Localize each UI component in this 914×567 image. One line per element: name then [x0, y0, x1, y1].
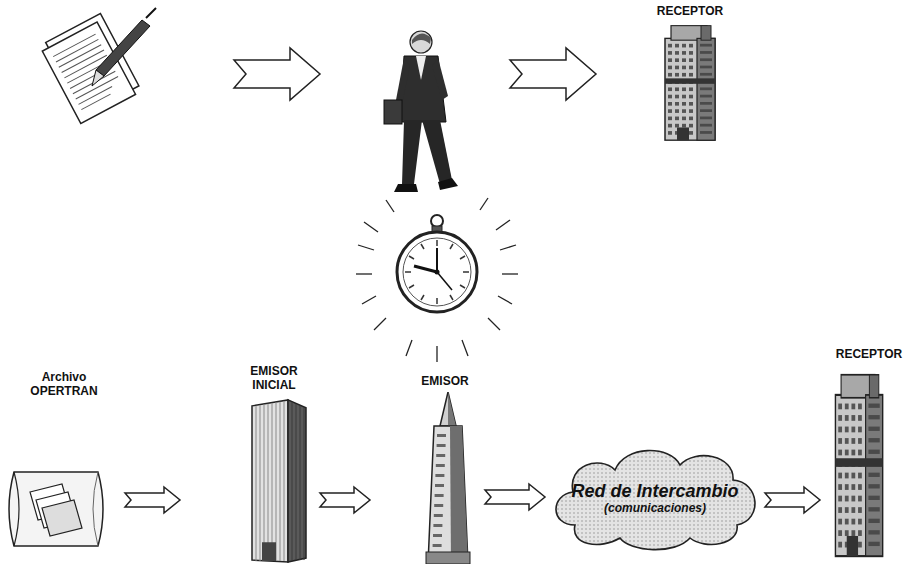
block-arrow — [125, 487, 180, 513]
file-icon — [0, 464, 110, 554]
network-subtitle: (comunicaciones) — [604, 501, 706, 515]
node-label-group: EMISOR INICIAL — [238, 364, 310, 392]
obelisk-icon — [418, 392, 478, 564]
block-arrow — [485, 484, 545, 510]
node-label-group: EMISOR — [408, 374, 482, 388]
emisor-building: EMISOR INICIAL — [180, 362, 320, 565]
node-label-group: Archivo OPERTRAN — [24, 370, 104, 398]
block-arrow — [234, 48, 320, 100]
pen-icon — [92, 8, 156, 86]
node-label: EMISOR INICIAL — [238, 364, 310, 392]
file-icon: Archivo OPERTRAN — [0, 368, 125, 560]
receptor-building: RECEPTOR — [640, 0, 740, 145]
receptor-icon — [826, 369, 892, 559]
node-label-group: RECEPTOR — [645, 4, 735, 18]
network-name: Red de Intercambio — [571, 481, 738, 501]
node-label: RECEPTOR — [824, 347, 914, 361]
block-arrow — [320, 487, 370, 513]
document-icon — [39, 8, 156, 124]
stopwatch — [356, 198, 518, 362]
walking-man — [384, 31, 458, 192]
receptor-icon — [655, 22, 725, 142]
node-label: EMISOR — [408, 374, 482, 388]
emisor-tower: EMISOR — [370, 372, 485, 565]
network-cloud: Red de Intercambio(comunicaciones) — [545, 440, 765, 555]
node-label-group: RECEPTOR — [824, 347, 914, 361]
block-arrow — [765, 487, 820, 513]
receptor-building: RECEPTOR — [820, 345, 914, 560]
node-label: RECEPTOR — [645, 4, 735, 18]
node-label: Archivo OPERTRAN — [24, 370, 104, 398]
cloud-text: Red de Intercambio(comunicaciones) — [545, 440, 765, 555]
tower1-icon — [248, 394, 310, 564]
block-arrow — [510, 48, 596, 100]
